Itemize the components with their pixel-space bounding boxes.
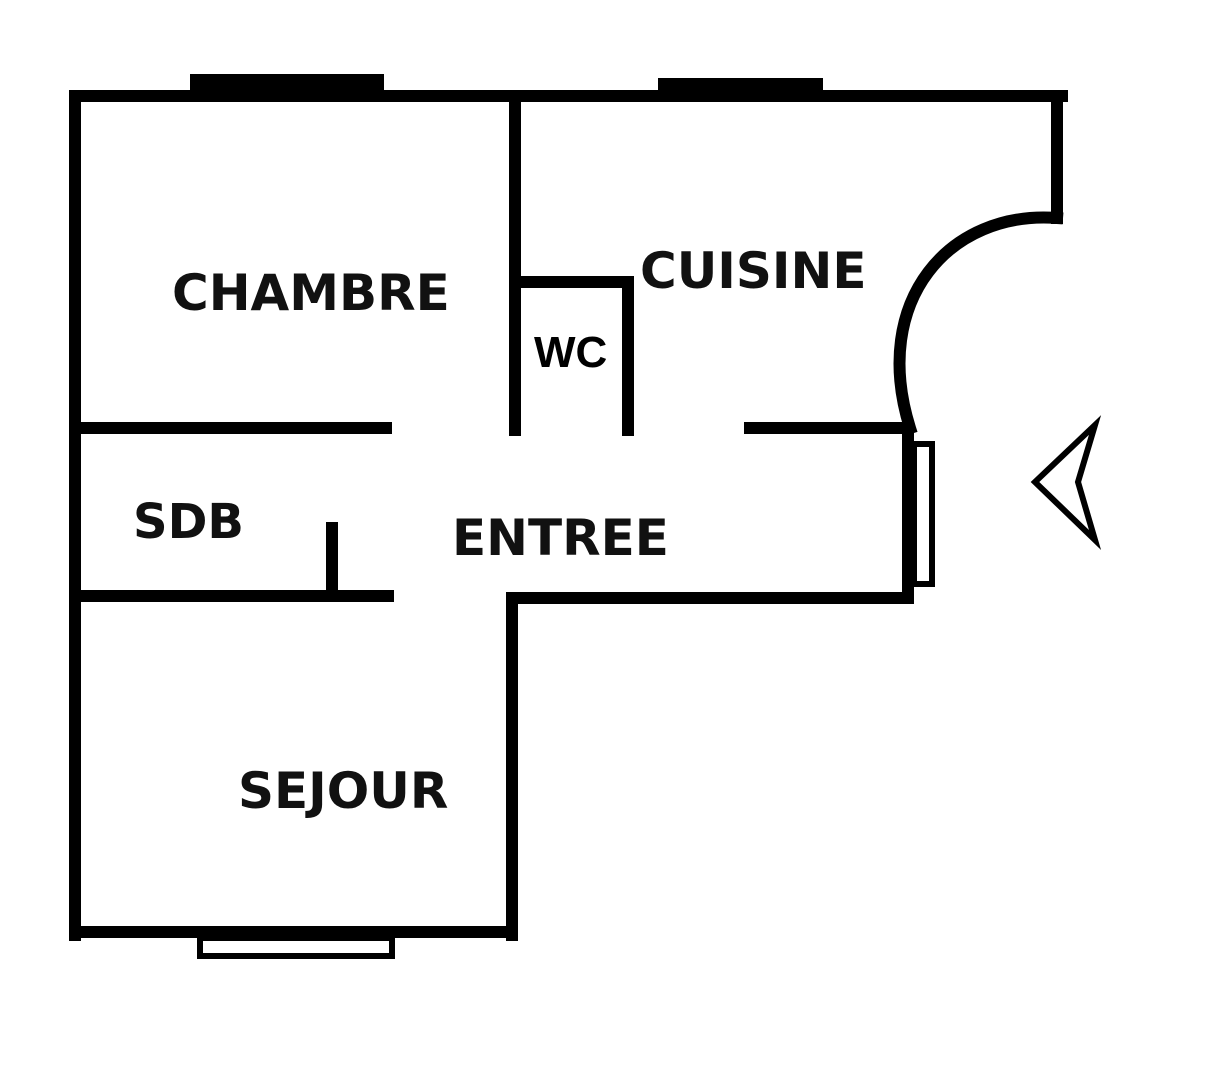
- room-label-cuisine: CUISINE: [640, 242, 867, 300]
- windows: [190, 74, 823, 959]
- window-sejour: [197, 935, 395, 959]
- window-cuisine: [658, 78, 823, 96]
- entrance-arrow-icon: [1030, 415, 1102, 551]
- room-label-wc: WC: [534, 328, 607, 377]
- wall-cuisine-curve: [893, 211, 1064, 436]
- room-label-entree: ENTREE: [452, 509, 669, 567]
- room-label-sdb: SDB: [133, 494, 244, 550]
- entrance-door: [911, 441, 935, 587]
- room-label-chambre: CHAMBRE: [172, 264, 450, 322]
- room-label-sejour: SEJOUR: [238, 762, 448, 820]
- interior-walls: [69, 90, 914, 602]
- window-chambre: [190, 74, 384, 96]
